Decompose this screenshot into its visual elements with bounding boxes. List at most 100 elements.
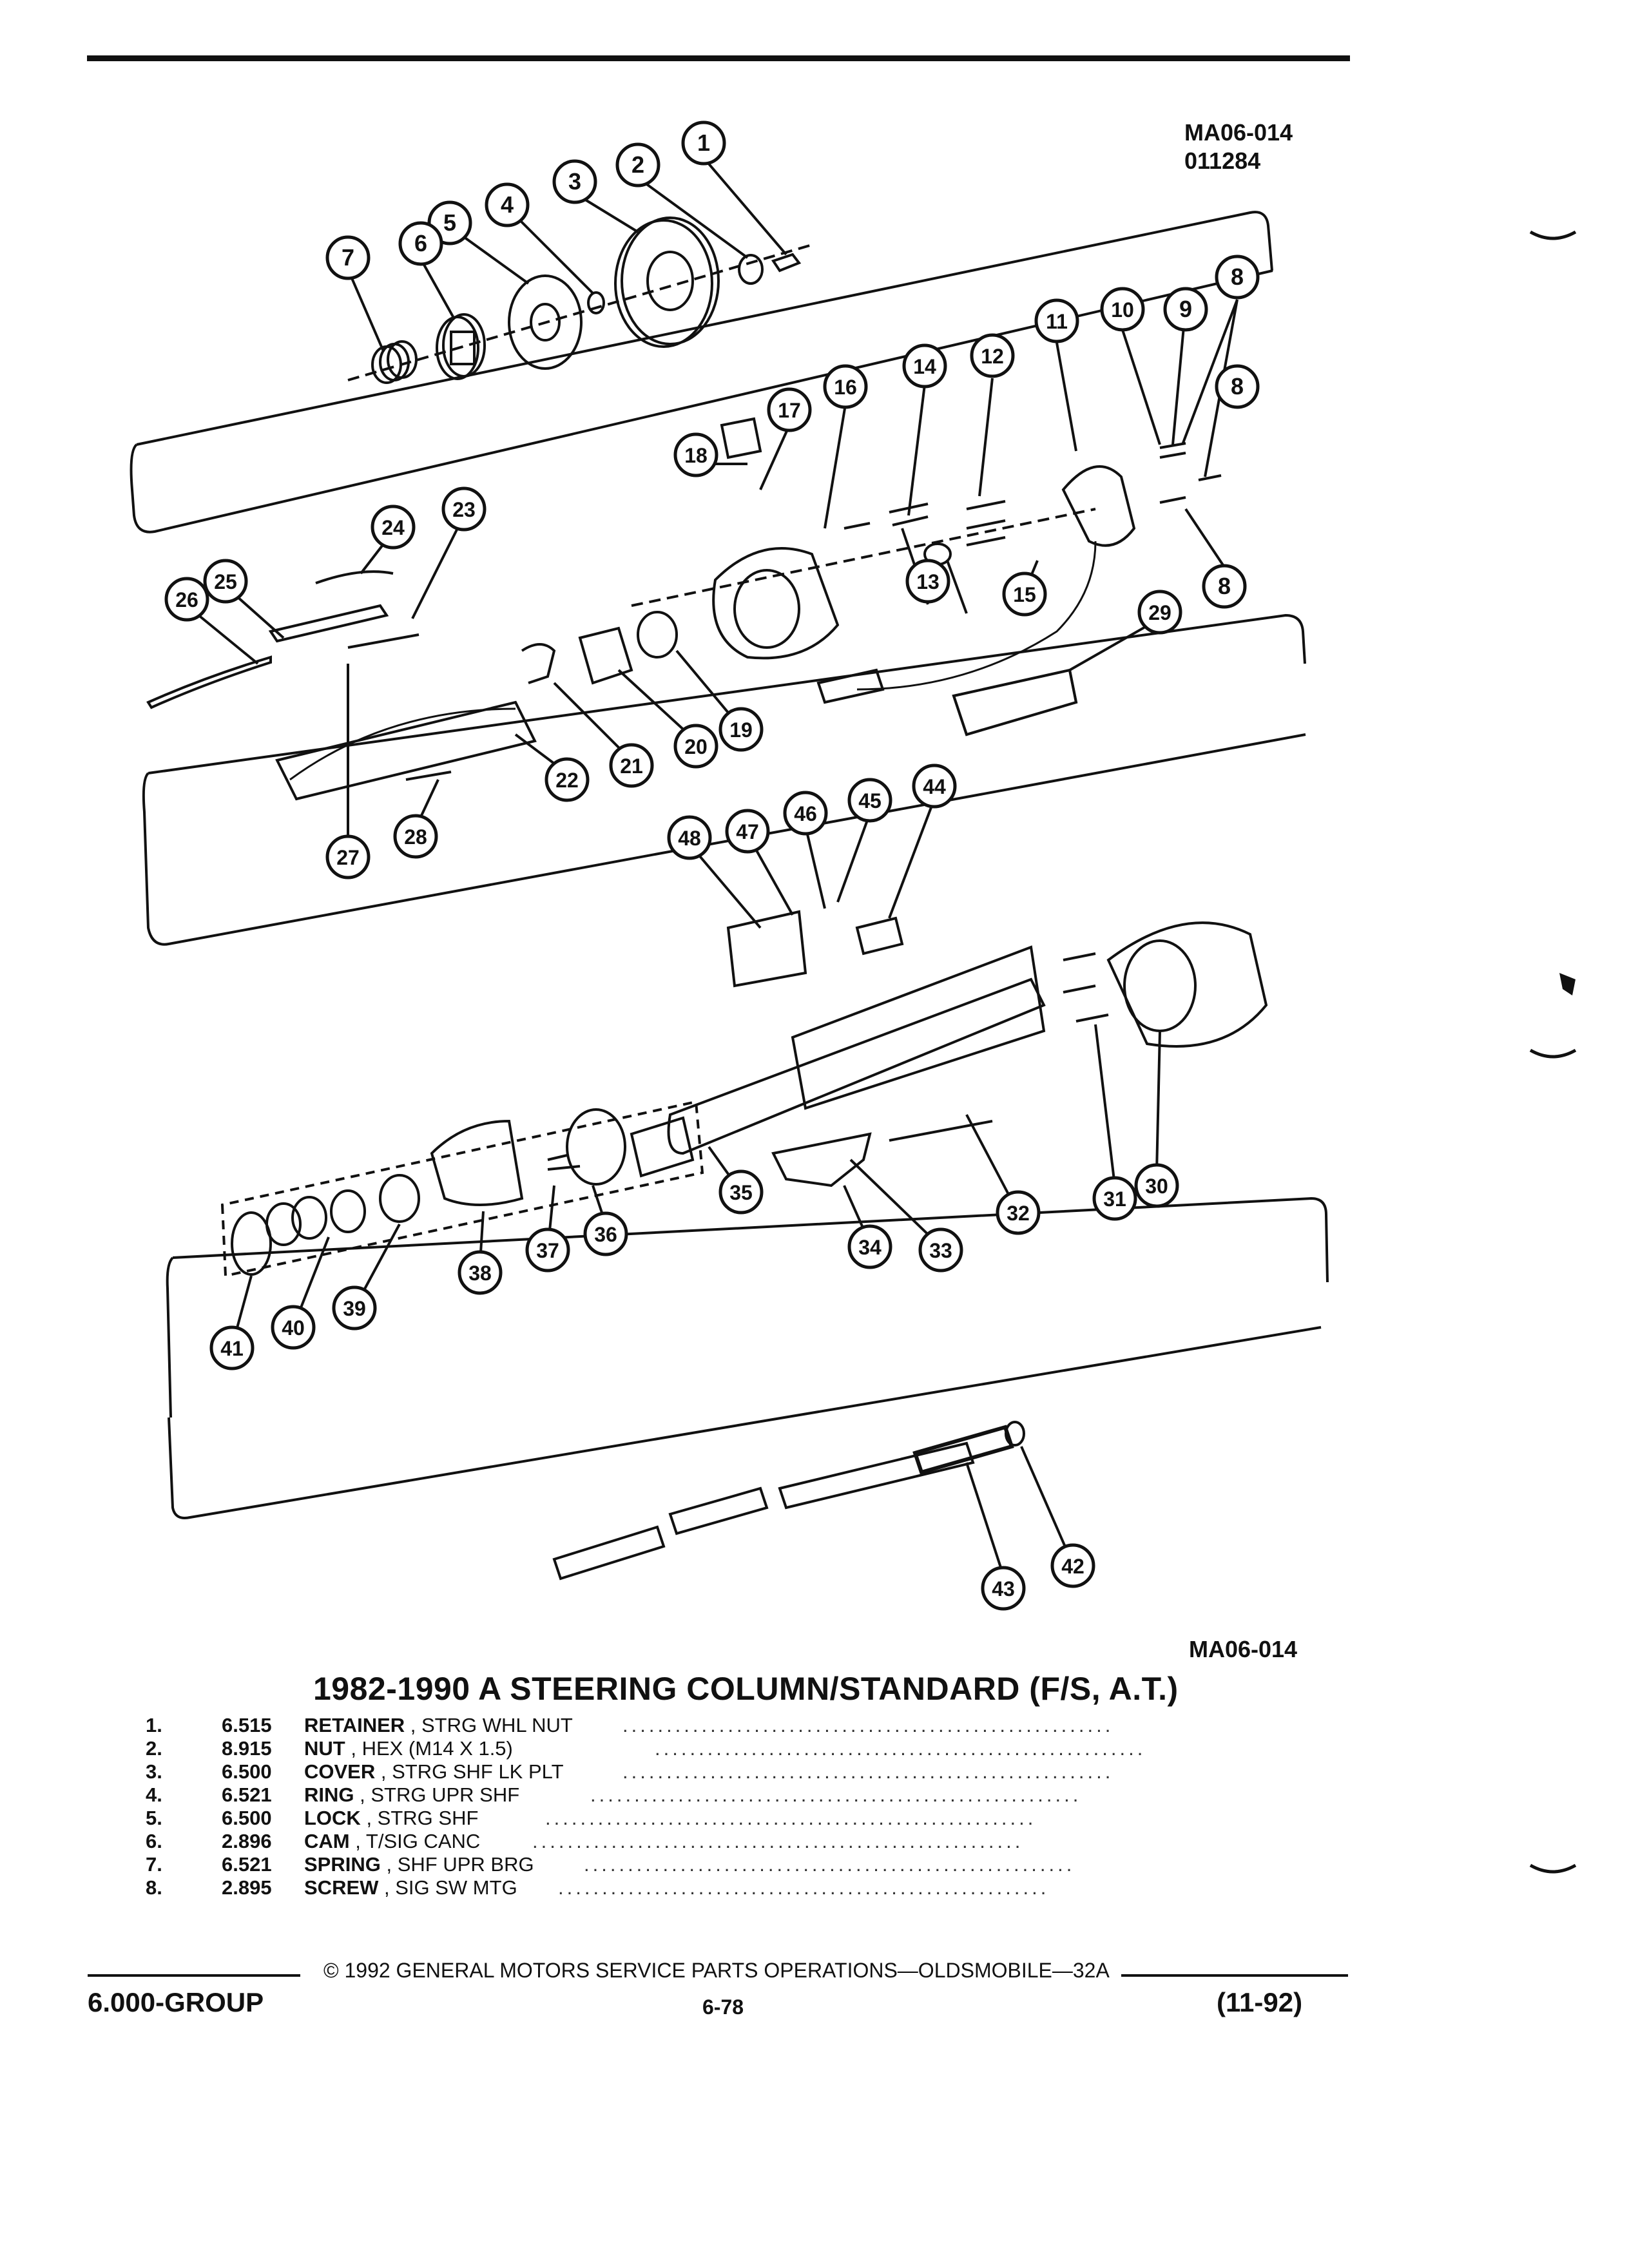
footer-page-number: 6-78	[702, 1995, 744, 2019]
callout-label: 36	[594, 1223, 617, 1246]
callout-label: 13	[916, 570, 940, 593]
callout-circle	[271, 1305, 316, 1350]
callout-label: 37	[536, 1239, 559, 1262]
callout-label: 45	[858, 789, 882, 812]
footer-group: 6.000-GROUP	[88, 1987, 264, 2017]
callout-label: 20	[684, 735, 708, 758]
callout-circle	[847, 778, 892, 823]
bracket-part	[952, 668, 1078, 736]
callout-group: 1234567888910111213141516171819202122232…	[164, 120, 1260, 1611]
lower-shaft-part	[552, 1525, 666, 1581]
callout-label: 43	[992, 1577, 1015, 1600]
callout-label: 7	[342, 244, 354, 271]
callout-circle	[1034, 298, 1079, 343]
callout-circle	[918, 1227, 963, 1273]
wiring-harness	[856, 541, 1097, 691]
callout-circle	[725, 809, 770, 854]
lock-bracket-part	[726, 910, 807, 988]
buzzer-switch-part	[720, 417, 762, 459]
lock-part	[508, 274, 583, 370]
callout-circle	[332, 1285, 377, 1331]
callout-circle	[209, 1325, 255, 1370]
lock-rack-part	[771, 1132, 872, 1187]
dash-bracket-outline	[220, 1100, 704, 1278]
callout-label: 48	[678, 827, 701, 850]
shroud-3-part	[1106, 921, 1268, 1048]
top-rule	[87, 55, 1350, 61]
shroud-part	[712, 547, 840, 660]
callout-circle	[615, 142, 660, 187]
callout-label: 15	[1013, 583, 1036, 606]
figure-date-code: 011284	[1184, 148, 1261, 174]
callout-label: 46	[794, 802, 817, 825]
callout-circle	[667, 815, 712, 860]
panel-1-outline	[130, 211, 1273, 533]
callout-label: 23	[452, 498, 476, 521]
callout-circle	[545, 757, 590, 802]
connector-part	[816, 668, 885, 704]
callout-label: 42	[1061, 1555, 1084, 1578]
callout-label: 47	[736, 820, 759, 843]
callout-label: 25	[214, 570, 237, 593]
callout-label: 38	[468, 1262, 492, 1285]
spring-wire-part	[315, 570, 394, 584]
callout-circle	[1100, 287, 1145, 332]
callout-circle	[902, 343, 947, 389]
callout-label: 6	[414, 230, 427, 256]
callout-label: 4	[501, 191, 514, 218]
callout-circle	[673, 724, 718, 769]
callout-circle	[1002, 572, 1047, 617]
upper-shaft-part	[668, 1486, 769, 1535]
panel-2-outline	[142, 613, 1306, 946]
footer-rule-left	[88, 1974, 300, 1977]
callout-circle	[371, 505, 416, 550]
callout-label: 34	[858, 1236, 882, 1259]
callout-circle	[847, 1224, 892, 1269]
callout-label: 8	[1231, 373, 1244, 399]
shaft-ring-part	[1005, 1421, 1025, 1446]
figure-code-bottom: MA06-014	[1189, 1636, 1298, 1662]
callout-label: 33	[929, 1239, 952, 1262]
callout-label: 40	[282, 1316, 305, 1340]
callout-label: 1	[697, 130, 710, 156]
callout-circle	[681, 120, 726, 166]
callout-label: 8	[1231, 264, 1244, 290]
callout-circle	[609, 743, 654, 788]
bracket-2-part	[952, 668, 1078, 736]
callout-label: 2	[631, 151, 644, 178]
callout-circle	[393, 814, 438, 859]
ring-part	[587, 291, 605, 314]
callout-label: 31	[1103, 1187, 1126, 1211]
callout-circle	[1215, 364, 1260, 409]
callout-label: 30	[1145, 1175, 1168, 1198]
figure-code: MA06-014	[1184, 119, 1293, 146]
callout-label: 3	[568, 168, 581, 195]
exploded-parts-diagram: 1234567888910111213141516171819202122232…	[130, 120, 1329, 1611]
footer-date: (11-92)	[1217, 1987, 1303, 2017]
turn-signal-switch-part	[1061, 465, 1136, 547]
callout-circle	[718, 1169, 764, 1215]
callout-circle	[164, 577, 209, 622]
callout-circle	[441, 486, 487, 532]
callout-circle	[1137, 590, 1182, 635]
footer-rule-right	[1121, 1974, 1348, 1977]
nut-part	[738, 254, 764, 285]
callout-label: 21	[620, 754, 643, 778]
retainer-part	[771, 253, 802, 273]
spring-part	[371, 340, 418, 384]
margin-mark-3	[1529, 1048, 1577, 1059]
callout-label: 17	[778, 399, 801, 422]
callout-label: 14	[913, 355, 936, 378]
rod-part	[146, 655, 272, 709]
callout-circle	[1202, 564, 1247, 609]
callout-circle	[583, 1211, 628, 1256]
callout-circle	[398, 221, 443, 266]
bearing-part	[637, 611, 678, 658]
callout-label: 35	[729, 1181, 753, 1204]
callout-circle	[485, 182, 530, 227]
callout-label: 16	[834, 376, 857, 399]
